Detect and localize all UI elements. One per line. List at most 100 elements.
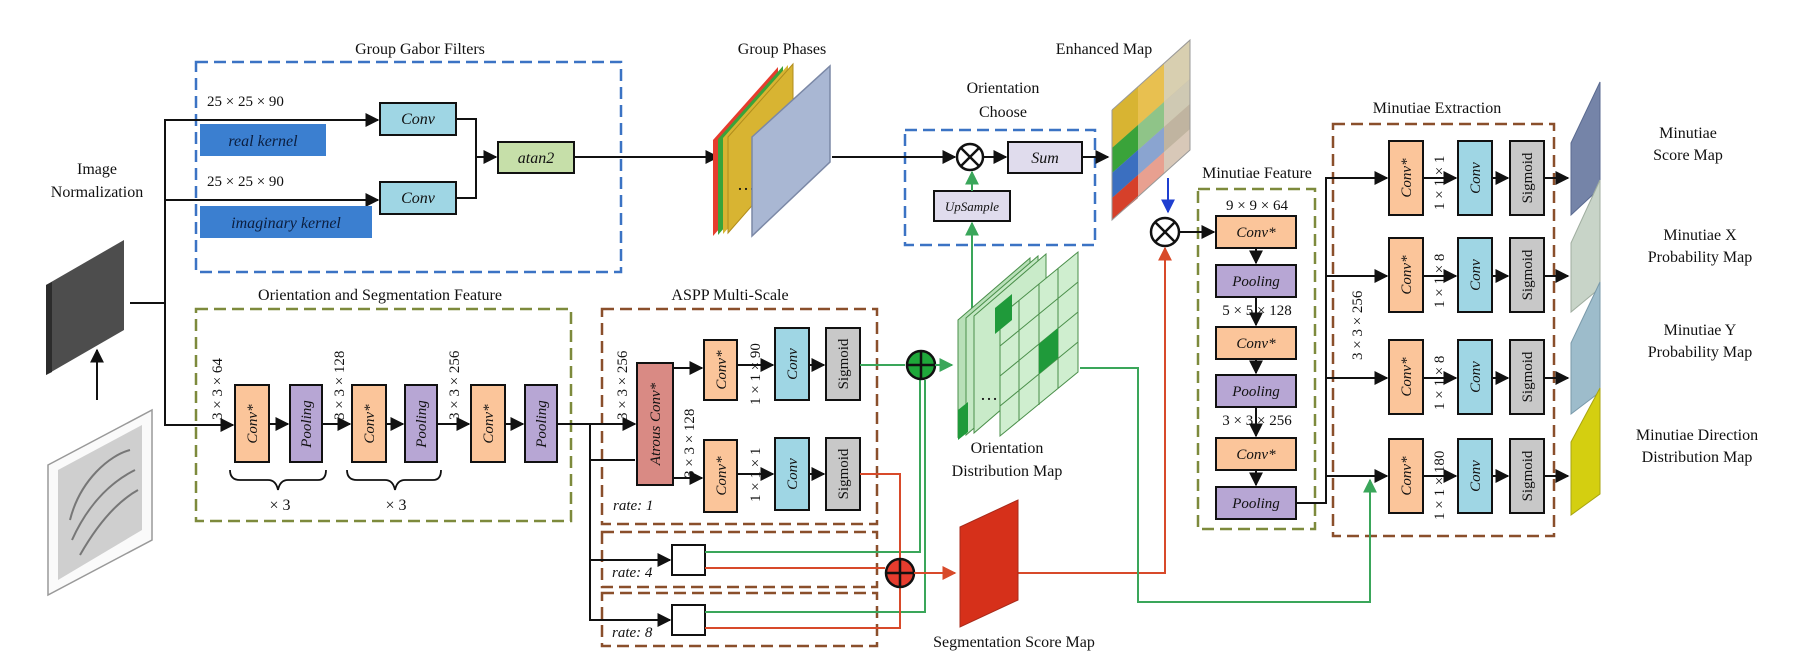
me-y-sigmoid-label: Sigmoid [1520,351,1536,402]
orientation-choose-frame [903,128,1097,247]
ori-dist-title-1: Orientation [971,440,1044,457]
seg-score-title: Segmentation Score Map [933,634,1095,651]
real-kernel-label: real kernel [228,133,298,150]
me-y-dim: 1 × 1 × 8 [1432,356,1448,410]
plus-circle-icon [884,557,916,589]
aspp-ori-conv-label: Conv [785,348,801,380]
seg-conv-3 [470,384,506,463]
minutiae-extraction-title: Minutiae Extraction [1373,100,1501,117]
me-dir-conv [1457,438,1493,514]
orientation-distribution-map: … [957,250,1079,440]
repeat-brace-1 [229,469,327,491]
imag-kernel-label: imaginary kernel [231,215,341,232]
me-row-score: Conv* 1 × 1 × 1 Conv Sigmoid [1388,140,1570,216]
aspp-title: ASPP Multi-Scale [671,287,788,304]
minutiae-direction-map [1570,387,1601,516]
mf-dim1: 9 × 9 × 64 [1226,198,1288,214]
rate8-block [671,604,706,636]
me-y-conv-star [1388,339,1424,415]
me-score-conv-star-label: Conv* [1399,158,1415,198]
output-dir-1: Minutiae Direction [1636,427,1758,444]
trunk-line [130,113,380,304]
aspp-rate1: rate: 1 [613,498,653,514]
minutiae-extraction-frame [1331,122,1556,538]
aspp-ori-conv-star [703,339,738,401]
me-score-conv [1457,140,1493,216]
seg-dim1: 3 × 3 × 64 [210,358,226,420]
me-score-sigmoid-label: Sigmoid [1520,152,1536,203]
seg-dim3: 3 × 3 × 256 [447,350,463,420]
feature-to-aspp [557,423,635,461]
mf-pool-2-label: Pooling [1231,384,1280,400]
orient-choose-title-2: Choose [979,104,1027,121]
me-dir-conv-label: Conv [1468,460,1484,492]
aspp-ori-conv [774,327,810,401]
repeat-label-1: × 3 [269,497,290,514]
ori-seg-feature-frame [194,307,573,523]
me-x-conv-star-label: Conv* [1399,255,1415,295]
gabor-real-conv-label: Conv [401,111,436,128]
seg-map-to-multiply [1018,246,1172,574]
me-x-sigmoid-label: Sigmoid [1520,249,1536,300]
aspp-rate8: rate: 8 [612,625,653,641]
mf-to-extraction [1296,171,1389,504]
me-score-conv-star [1388,140,1424,216]
normalized-image-slab [46,240,124,375]
mf-conv-1-label: Conv* [1236,225,1276,241]
gabor-imag-dim: 25 × 25 × 90 [207,174,284,190]
group-phases-stack: … [713,62,831,238]
gabor-imag-conv-label: Conv [401,190,436,207]
upsample-block [933,190,1011,222]
atan2-label: atan2 [518,150,554,167]
upsample-label: UpSample [945,199,999,214]
orimap-ellipsis: … [980,384,998,404]
gabor-group-frame [194,60,623,274]
mf-pool-3-label: Pooling [1231,496,1280,512]
imag-to-atan [456,157,477,199]
aspp-rate8-frame [600,591,879,648]
multiply-circle-icon [1149,216,1181,248]
aspp-seg-conv-star-label: Conv* [714,456,730,496]
image-norm-title-1: Image [77,161,117,178]
output-dir-2: Distribution Map [1642,449,1753,466]
me-dir-sigmoid-label: Sigmoid [1520,450,1536,501]
plus-circle-icon [905,349,937,381]
me-score-sigmoid [1509,140,1545,216]
aspp-dim-atrous: 3 × 3 × 256 [615,350,631,420]
aspp-ori-sigmoid [825,327,861,401]
aspp-seg-conv-label: Conv [785,458,801,490]
output-score-2: Score Map [1653,147,1723,164]
aspp-rate4: rate: 4 [612,565,653,581]
aspp-seg-conv-star [703,439,738,513]
aspp-ori-conv-star-label: Conv* [714,350,730,390]
mf-dim3: 3 × 3 × 256 [1222,413,1292,429]
trunk-feature-line [164,303,235,432]
sum-label: Sum [1031,150,1059,167]
mf-pool-3 [1215,486,1297,520]
multiply-circle-icon [955,142,985,172]
minutiae-feature-title: Minutiae Feature [1202,165,1312,182]
seg-dim2: 3 × 3 × 128 [332,351,348,420]
aspp-seg-sigmoid [825,437,861,511]
repeat-brace-2 [346,469,442,491]
mf-conv-1 [1215,215,1297,249]
segmentation-score-map [959,499,1019,628]
imag-kernel-block [200,206,372,238]
atrous-conv-block [636,362,674,486]
rate4-green [705,380,921,553]
real-to-atan [456,118,498,164]
output-x-2: Probability Map [1648,249,1752,266]
me-dir-sigmoid [1509,438,1545,514]
me-dir-conv-star-label: Conv* [1399,456,1415,496]
gabor-real-conv [379,102,457,136]
minutiae-feature-frame [1196,187,1317,531]
me-x-dim: 1 × 1 × 8 [1432,254,1448,308]
gabor-imag-conv [379,181,457,215]
aspp-seg-conv [774,437,810,511]
seg-pool-2-label: Pooling [414,400,430,449]
rate8-red [705,588,901,629]
aspp-ori-sigmoid-label: Sigmoid [836,338,852,389]
real-kernel-block [200,124,326,156]
seg-conv-1-label: Conv* [245,404,261,444]
